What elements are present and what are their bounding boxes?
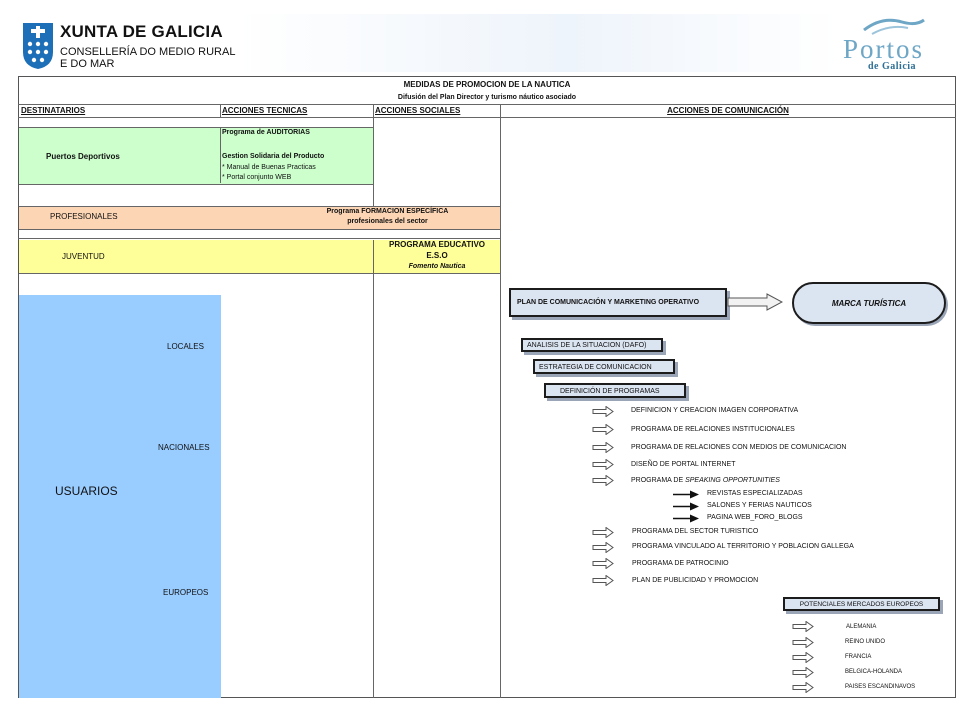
puertos-item: * Manual de Buenas Practicas [222,164,316,171]
puertos-label: Puertos Deportivos [46,152,120,161]
right-arrow-icon [792,652,814,663]
row-profesionales [19,206,500,230]
speaking-item: REVISTAS ESPECIALIZADAS [707,490,803,497]
right-arrow-icon [592,542,614,553]
usuarios-europeos: EUROPEOS [163,588,209,597]
right-arrow-icon [673,490,699,499]
divider [220,127,221,183]
market-item: ALEMANIA [846,624,877,630]
step-estrategia: ESTRATEGIA DE COMUNICACION [533,359,675,374]
right-arrow-icon [592,424,614,435]
program-item: DEFINICION Y CREACION IMAGEN CORPORATIVA [631,407,799,414]
right-arrow-icon [792,682,814,693]
right-arrow-icon [592,575,614,586]
divider [373,240,374,273]
market-item: PAISES ESCANDINAVOS [845,684,916,690]
program-item: DISEÑO DE PORTAL INTERNET [631,461,736,468]
promotion-table [18,76,956,698]
portos-wave-icon [863,18,925,35]
divider [220,104,221,118]
step-dafo: ANALISIS DE LA SITUACION (DAFO) [521,338,663,352]
right-arrow-icon [592,442,614,453]
right-arrow-icon [673,514,699,523]
org-name: XUNTA DE GALICIA [60,22,223,41]
program-item: PROGRAMA DE RELACIONES CON MEDIOS DE COM… [631,444,847,451]
partner-logo-word: Portos [843,34,925,64]
juventud-line2: E.S.O [426,251,448,260]
speaking-prefix: PROGRAMA DE [631,477,686,484]
market-item: FRANCIA [845,654,872,660]
right-arrow-icon [792,621,814,632]
column-header-acciones-sociales: ACCIONES SOCIALES [375,106,461,115]
usuarios-label: USUARIOS [55,484,118,498]
divider [373,274,374,698]
markets-title-box: POTENCIALES MERCADOS EUROPEOS [783,597,940,611]
right-arrow-icon [592,475,614,486]
right-arrow-icon [727,293,783,311]
plan-comunicacion-box: PLAN DE COMUNICACIÓN Y MARKETING OPERATI… [509,288,727,317]
table-title: MEDIDAS DE PROMOCION DE LA NAUTICA [403,80,571,89]
partner-logo-sub: de Galicia [868,61,917,72]
profesionales-program: Programa FORMACION ESPECÍFICA [326,208,449,215]
market-item: REINO UNIDO [845,639,886,645]
puertos-gestion: Gestion Solidaria del Producto [222,153,325,160]
program-item: PROGRAMA DE PATROCINIO [632,560,729,567]
divider [18,104,956,105]
market-item: BELGICA-HOLANDA [845,669,903,675]
profesionales-label: PROFESIONALES [50,212,118,221]
divider [500,104,501,698]
divider [373,104,374,206]
program-item: PROGRAMA VINCULADO AL TERRITORIO Y POBLA… [632,543,854,550]
divider [18,117,956,118]
program-item: PROGRAMA DE RELACIONES INSTITUCIONALES [631,426,795,433]
table-subtitle: Difusión del Plan Director y turismo náu… [397,94,577,101]
right-arrow-icon [592,459,614,470]
org-subtitle: CONSELLERÍA DO MEDIO RURAL E DO MAR [60,46,236,70]
marca-turistica-box: MARCA TURÍSTICA [792,282,946,324]
juventud-line1: PROGRAMA EDUCATIVO [389,240,485,249]
speaking-emphasis: SPEAKING OPPORTUNITIES [685,477,780,484]
juventud-line3: Fomento Nautica [408,263,466,270]
program-item: PLAN DE PUBLICIDAD Y PROMOCION [632,577,759,584]
header-gradient [238,14,838,72]
row-usuarios [19,295,221,698]
divider [18,238,500,239]
speaking-item: SALONES Y FERIAS NAUTICOS [707,502,812,509]
right-arrow-icon [792,637,814,648]
column-header-acciones-comunicacion: ACCIONES DE COMUNICACIÓN [667,106,789,115]
right-arrow-icon [592,558,614,569]
right-arrow-icon [792,667,814,678]
usuarios-nacionales: NACIONALES [158,443,210,452]
step-programas: DEFINICIÓN DE PROGRAMAS [544,383,686,398]
puertos-program: Programa de AUDITORIAS [222,129,310,136]
speaking-item: PAGINA WEB_FORO_BLOGS [707,514,803,521]
usuarios-locales: LOCALES [167,342,204,351]
right-arrow-icon [592,527,614,538]
column-header-acciones-tecnicas: ACCIONES TECNICAS [222,106,308,115]
program-item: PROGRAMA DEL SECTOR TURISTICO [632,528,759,535]
row-puertos-deportivos [19,127,373,185]
row-juventud [19,240,500,274]
right-arrow-icon [592,406,614,417]
right-arrow-icon [673,502,699,511]
profesionales-program-sub: profesionales del sector [347,218,428,225]
xunta-shield-icon [23,23,53,69]
program-item-speaking: PROGRAMA DE SPEAKING OPPORTUNITIES [631,477,780,484]
puertos-item: * Portal conjunto WEB [222,174,292,181]
juventud-label: JUVENTUD [62,252,105,261]
column-header-destinatarios: DESTINATARIOS [21,106,86,115]
